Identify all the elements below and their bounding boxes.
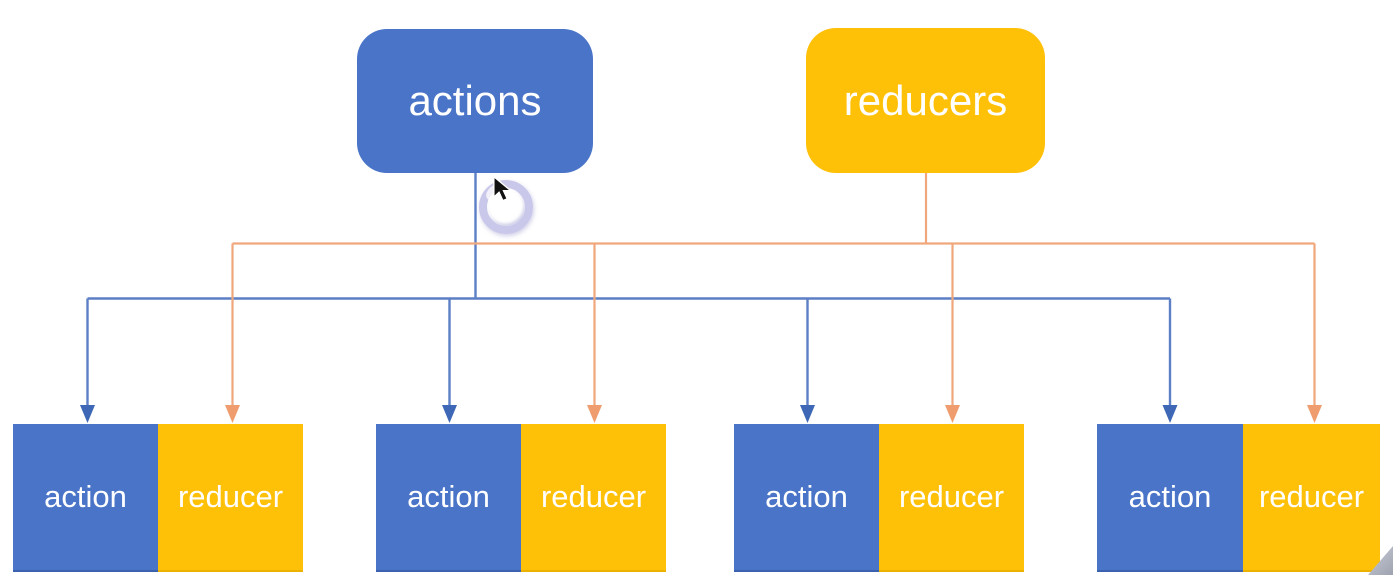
pair-2: action reducer [376, 424, 666, 572]
action-box-3[interactable]: action [734, 424, 879, 572]
reducer-box-3[interactable]: reducer [879, 424, 1024, 572]
action-box-3-label: action [765, 479, 848, 514]
actions-node-label: actions [408, 77, 542, 124]
reducers-node[interactable]: reducers [806, 28, 1045, 173]
reducers-connector-tree [231, 173, 1316, 407]
mouse-cursor-icon [493, 176, 513, 202]
reducer-box-3-label: reducer [898, 479, 1005, 514]
action-box-1-label: action [44, 479, 127, 514]
action-box-4-label: action [1128, 479, 1212, 514]
actions-arrowheads [80, 405, 1178, 423]
action-arrowhead-4 [1162, 405, 1178, 423]
pair-4: action reducer [1097, 424, 1380, 572]
reducer-arrowhead-1 [225, 405, 240, 423]
reducers-arrowheads [225, 405, 1322, 423]
reducer-arrowhead-4 [1307, 405, 1322, 423]
reducer-arrowhead-3 [945, 405, 960, 423]
action-box-2[interactable]: action [376, 424, 521, 572]
reducer-box-2-label: reducer [540, 479, 647, 514]
reducers-node-label: reducers [843, 76, 1008, 124]
reducer-box-1-label: reducer [177, 479, 284, 514]
loading-ring-icon [479, 180, 533, 234]
action-arrowhead-1 [80, 405, 95, 423]
action-box-4[interactable]: action [1097, 424, 1243, 572]
action-box-2-label: action [407, 479, 490, 514]
pair-1: action reducer [13, 424, 303, 572]
reducer-box-2[interactable]: reducer [521, 424, 666, 572]
action-arrowhead-2 [442, 405, 457, 423]
reducer-box-4[interactable]: reducer [1243, 424, 1380, 572]
reducer-box-1[interactable]: reducer [158, 424, 303, 572]
reducer-arrowhead-2 [587, 405, 602, 423]
action-box-1[interactable]: action [13, 424, 158, 572]
pair-3: action reducer [734, 424, 1024, 572]
actions-node[interactable]: actions [357, 29, 593, 173]
reducer-box-4-label: reducer [1258, 479, 1365, 514]
actions-connector-tree [86, 173, 1172, 407]
action-arrowhead-3 [800, 405, 815, 423]
